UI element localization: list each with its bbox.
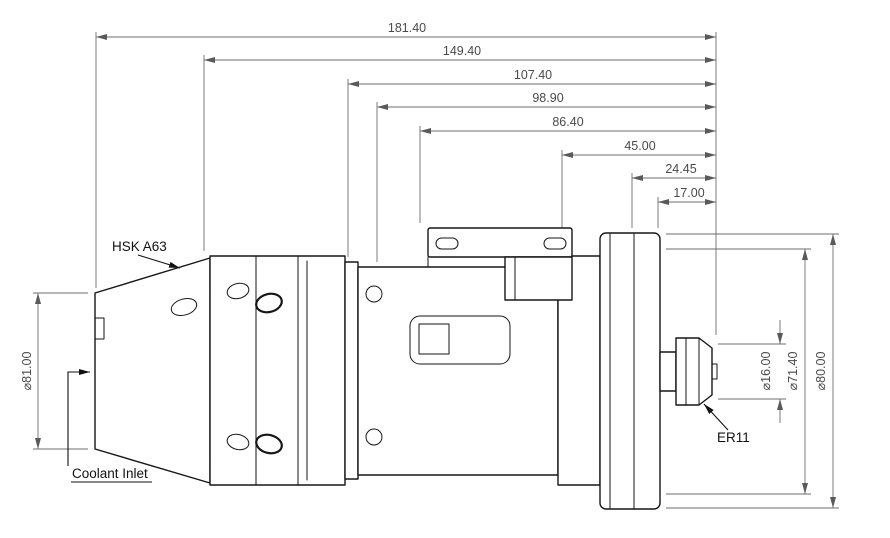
hsk-label: HSK A63 — [112, 239, 167, 254]
dim-dia-81-text: ⌀81.00 — [20, 352, 34, 391]
coolant-label: Coolant Inlet — [72, 466, 148, 481]
mounting-slot-left — [435, 237, 459, 250]
hsk-taper-outline — [94, 257, 211, 484]
hsk-leader-line — [137, 254, 181, 269]
dim-17-00-text: 17.00 — [673, 186, 704, 200]
dim-dia-80: ⌀80.00 — [666, 233, 839, 509]
dim-dia-16-text: ⌀16.00 — [759, 352, 773, 391]
dim-86-40: 86.40 — [420, 113, 716, 134]
dim-dia-16: ⌀16.00 — [718, 320, 786, 423]
dim-45-00: 45.00 — [562, 137, 716, 158]
dim-98-90-text: 98.90 — [532, 91, 563, 105]
mounting-bracket — [504, 256, 573, 301]
dim-24-45-text: 24.45 — [665, 162, 696, 176]
flange-hole-bottom-right — [255, 433, 283, 455]
dim-17-00: 17.00 — [658, 184, 716, 205]
dim-181-40: 181.40 — [96, 19, 716, 40]
dim-dia-71-text: ⌀71.40 — [786, 352, 800, 391]
end-disc — [599, 232, 661, 510]
mounting-plate — [427, 227, 573, 258]
dim-181-40-text: 181.40 — [388, 21, 426, 35]
dim-86-40-text: 86.40 — [552, 115, 583, 129]
screw-hole-bottom — [365, 428, 383, 446]
dim-98-90: 98.90 — [377, 89, 716, 110]
collet-tip — [711, 363, 718, 380]
flange-hole-top-left — [226, 282, 250, 300]
step-section — [344, 261, 359, 480]
dim-149-40-text: 149.40 — [443, 44, 481, 58]
dim-149-40: 149.40 — [204, 42, 716, 63]
screw-hole-top — [365, 285, 383, 303]
dim-24-45: 24.45 — [632, 160, 716, 181]
dim-dia-71: ⌀71.40 — [666, 248, 811, 495]
drive-slot-ellipse — [170, 298, 198, 316]
pocket-insert — [418, 323, 450, 355]
collet-nut-outline — [675, 337, 713, 406]
body-pocket — [409, 315, 511, 365]
callouts: HSK A63 Coolant Inlet ER11 — [67, 239, 750, 483]
flange-hole-bottom-left — [226, 433, 250, 451]
er11-leader-line — [703, 403, 729, 431]
dim-dia-81: ⌀81.00 — [18, 292, 88, 450]
extension-lines — [95, 32, 717, 335]
mounting-slot-right — [543, 237, 567, 250]
dim-dia-80-text: ⌀80.00 — [814, 352, 828, 391]
spindle-part — [94, 227, 718, 510]
coolant-leader-line — [67, 369, 90, 466]
dim-107-40: 107.40 — [348, 66, 716, 87]
dim-45-00-text: 45.00 — [624, 139, 655, 153]
main-body — [357, 266, 559, 476]
er11-label: ER11 — [717, 430, 750, 445]
dim-107-40-text: 107.40 — [514, 68, 552, 82]
nose-shaft — [659, 351, 677, 392]
left-face-notch — [94, 317, 105, 340]
flange-hole-top-right — [255, 292, 283, 314]
